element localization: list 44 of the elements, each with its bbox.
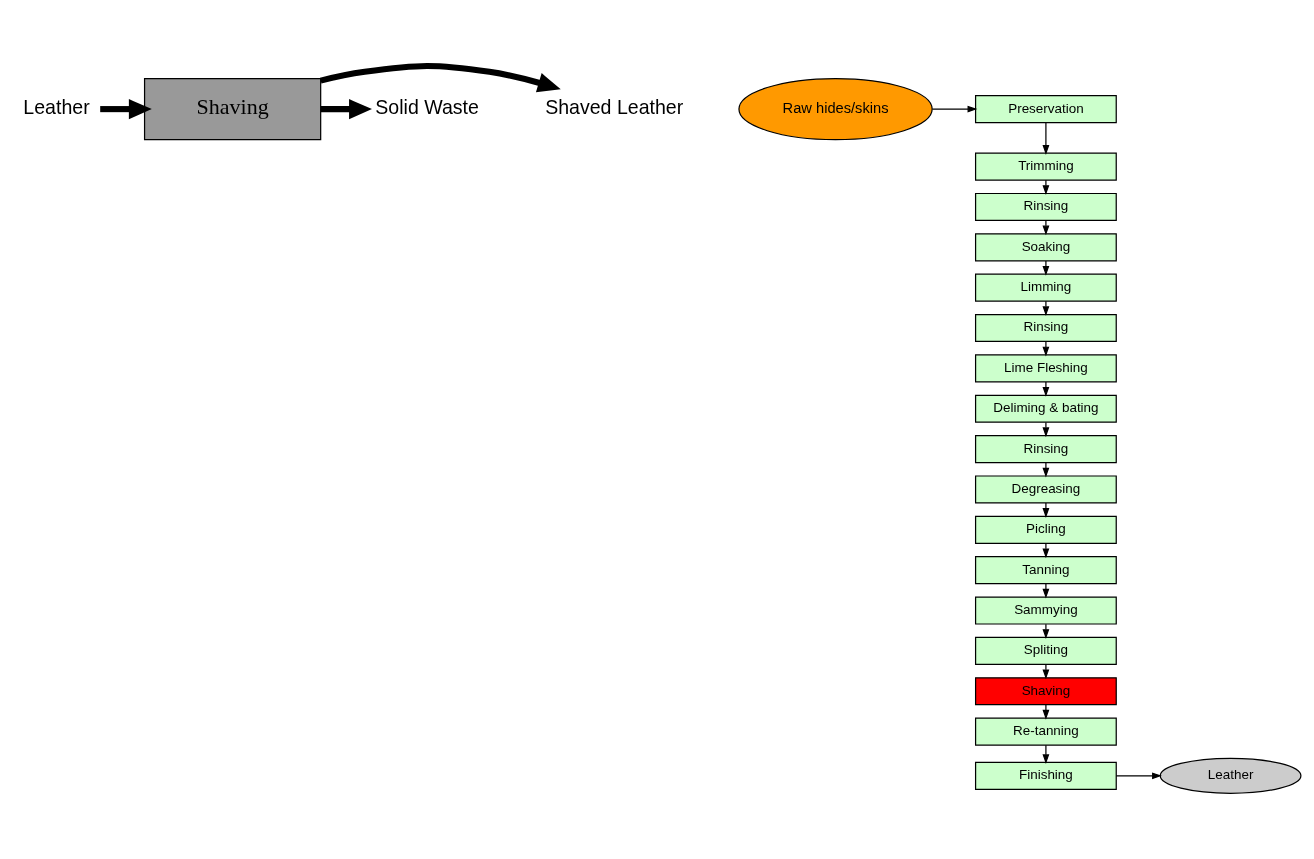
node-box: Trimming (975, 152, 1117, 181)
node-box: Rinsing (975, 192, 1117, 221)
node-box: Shaving (975, 677, 1117, 706)
node-box: Lime Fleshing (975, 354, 1117, 383)
arrow (1042, 542, 1050, 559)
node-box: Soaking (975, 233, 1117, 262)
node-box: Spliting (975, 636, 1117, 665)
node-box: Deliming & bating (975, 394, 1117, 423)
node-ellipse: Leather (1159, 757, 1302, 794)
node-box: Finishing (975, 761, 1117, 790)
node-box: Degreasing (975, 475, 1117, 504)
arrow (1042, 744, 1050, 765)
node-box: Limming (975, 273, 1117, 302)
node-box: Tanning (975, 556, 1117, 585)
arrow (1042, 704, 1050, 720)
arrow (1042, 300, 1050, 317)
node-box: Shaving (143, 77, 322, 141)
arrow (1042, 260, 1050, 276)
arrow (931, 105, 978, 113)
arrow (1042, 502, 1050, 518)
arrow (1042, 122, 1050, 155)
node-box: Sammying (975, 596, 1117, 625)
arrow (1042, 220, 1050, 236)
arrow (1042, 462, 1050, 478)
node-text: Solid Waste (375, 95, 479, 118)
arrow (1042, 381, 1050, 397)
arrow (100, 99, 152, 120)
node-text: Leather (23, 95, 90, 118)
arrow (1042, 623, 1050, 639)
arrow (1042, 583, 1050, 599)
arrow (320, 99, 372, 120)
node-box: Picling (975, 515, 1117, 544)
node-box: Re-tanning (975, 717, 1117, 746)
arrow (1042, 663, 1050, 680)
node-box: Rinsing (975, 435, 1117, 464)
node-box: Preservation (975, 95, 1117, 124)
arrow (1042, 179, 1050, 195)
arrow (319, 62, 561, 93)
arrow (1115, 772, 1162, 780)
arrow (1042, 341, 1050, 357)
node-text: Shaved Leather (545, 95, 684, 118)
node-ellipse: Raw hides/skins (738, 77, 933, 141)
arrow (1042, 421, 1050, 438)
node-box: Rinsing (975, 313, 1117, 343)
